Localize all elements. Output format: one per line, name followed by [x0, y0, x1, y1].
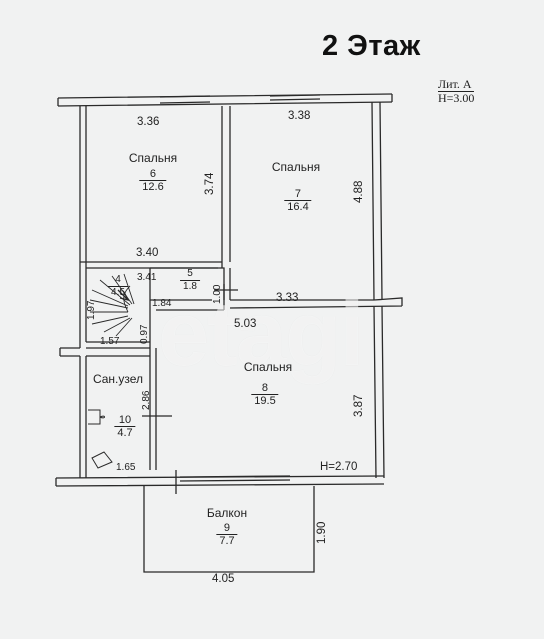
room-6-name: Спальня	[128, 151, 178, 165]
lit-line: Лит. А	[438, 77, 472, 91]
room-9-number: 9	[216, 522, 238, 535]
room-8-height-note: Н=2.70	[320, 461, 358, 473]
room-4-number: 4	[108, 274, 128, 287]
stair-box	[79, 268, 150, 349]
room-5-label: 5 1.8	[180, 268, 200, 293]
room-9-label: 9 7.7	[216, 522, 238, 547]
top-window-1	[159, 95, 211, 104]
dim-door-height: 1.00	[212, 284, 223, 304]
dim-stair-right: 0.97	[139, 324, 150, 344]
wall-under-6	[80, 261, 222, 269]
dim-top-right: 3.38	[288, 110, 311, 122]
room-7-number: 7	[284, 188, 312, 201]
toilet	[88, 409, 105, 425]
dim-stair-mid: 1.84	[152, 298, 172, 309]
dim-stair-left: 1.97	[86, 300, 97, 320]
room-9-name: Балкон	[206, 506, 248, 520]
dim-san-width: 1.65	[116, 462, 136, 473]
stairs	[89, 273, 135, 337]
dim-under-room6: 3.40	[136, 247, 159, 259]
dim-balcony-width: 4.05	[212, 573, 235, 585]
dim-san-height: 2.86	[141, 390, 152, 410]
room-6-area: 12.6	[142, 181, 164, 193]
dim-room8-width: 5.03	[234, 318, 257, 330]
mid-wall	[229, 297, 403, 309]
room-4-label: 4 4.5	[108, 274, 128, 299]
dim-room7-height: 4.88	[353, 180, 365, 203]
room-6-number: 6	[139, 168, 167, 181]
left-wall	[79, 106, 87, 268]
balcony	[143, 486, 315, 573]
top-wall	[57, 93, 393, 107]
room-10-area: 4.7	[117, 427, 133, 439]
right-wall-lower	[373, 305, 385, 479]
right-wall-upper	[371, 101, 383, 301]
stair-arrow	[117, 289, 130, 301]
room-10-label: 10 4.7	[114, 414, 136, 439]
room-10-number: 10	[114, 414, 136, 427]
room-5-area: 1.8	[183, 281, 197, 292]
room-8-number: 8	[251, 382, 279, 395]
watermark: etagi	[158, 283, 365, 385]
room-8-name: Спальня	[243, 360, 293, 374]
page-title: 2 Этаж	[322, 30, 421, 62]
room-8-label: 8 19.5	[251, 382, 279, 407]
room-7-label: 7 16.4	[284, 188, 312, 213]
dim-balcony-depth: 1.90	[316, 521, 328, 544]
room-4-area: 4.5	[111, 287, 125, 298]
dim-stair-top: 3.41	[137, 272, 157, 283]
room-7-area: 16.4	[287, 201, 309, 213]
height-line: Н=3.00	[438, 91, 475, 105]
sink	[91, 451, 113, 469]
room-10-name: Сан.узел	[92, 372, 144, 386]
lit-note: Лит. А Н=3.00	[438, 77, 475, 105]
bottom-window	[179, 475, 291, 482]
room-7-name: Спальня	[271, 160, 321, 174]
san-right-wall	[149, 348, 157, 470]
dim-room6-height: 3.74	[204, 172, 216, 195]
room-6-label: 6 12.6	[139, 168, 167, 193]
room-9-area: 7.7	[219, 535, 235, 547]
dim-room8-height: 3.87	[353, 394, 365, 417]
door-mark	[142, 415, 177, 494]
dim-stair-bottom: 1.57	[100, 336, 120, 347]
door-mark-2	[214, 284, 238, 300]
left-wall-san	[79, 356, 87, 478]
wall-6-7	[221, 106, 231, 268]
room-8-area: 19.5	[254, 395, 276, 407]
dim-top-left: 3.36	[137, 116, 160, 128]
top-window-2	[269, 94, 321, 101]
left-wall-lower	[59, 347, 80, 357]
room-5-number: 5	[180, 268, 200, 281]
dim-mid-wall: 3.33	[276, 292, 299, 304]
